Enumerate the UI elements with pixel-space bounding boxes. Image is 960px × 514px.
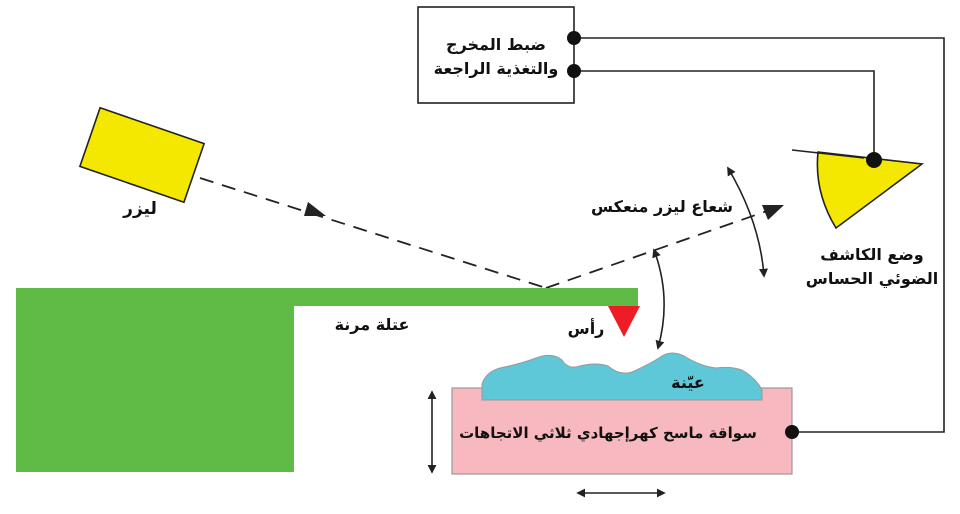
cantilever-label: عتلة مرنة <box>335 315 410 334</box>
controller-terminal-top <box>567 31 581 45</box>
detector-label-line2: الضوئي الحساس <box>806 269 938 289</box>
photodetector <box>816 151 925 230</box>
controller-terminal-bottom <box>567 64 581 78</box>
laser-box <box>78 106 206 204</box>
detector-terminal <box>866 152 882 168</box>
reflected-beam-label: شعاع ليزر منعكس <box>591 197 733 216</box>
scanner-terminal <box>785 425 799 439</box>
piezo-scanner <box>451 387 793 475</box>
sample <box>481 352 763 401</box>
controller-label-line1: ضبط المخرج <box>446 35 546 54</box>
incident-beam-arrow <box>304 202 326 216</box>
detector-label-line1: وضع الكاشف <box>820 245 924 264</box>
beam-deflection-arrow <box>727 166 768 278</box>
incident-beam <box>199 177 547 289</box>
probe-tip <box>608 306 640 337</box>
tip-label: رأس <box>568 318 605 338</box>
cantilever <box>16 288 638 472</box>
reflected-beam <box>545 209 771 289</box>
wire-controller-to-detector <box>574 70 875 160</box>
controller-label-line2: والتغذية الراجعة <box>434 59 559 78</box>
feedback-controller-box <box>417 6 575 104</box>
photodetector-mount <box>791 149 865 159</box>
sample-label: عيّنة <box>671 373 705 392</box>
laser-label: ليزر <box>122 199 157 219</box>
tip-sample-gap-arrow <box>652 248 665 350</box>
wire-controller-to-scanner <box>574 37 945 433</box>
scanner-label: سواقة ماسح كهرإجهادي ثلاثي الاتجاهات <box>459 424 757 443</box>
reflected-beam-arrow <box>762 205 784 220</box>
